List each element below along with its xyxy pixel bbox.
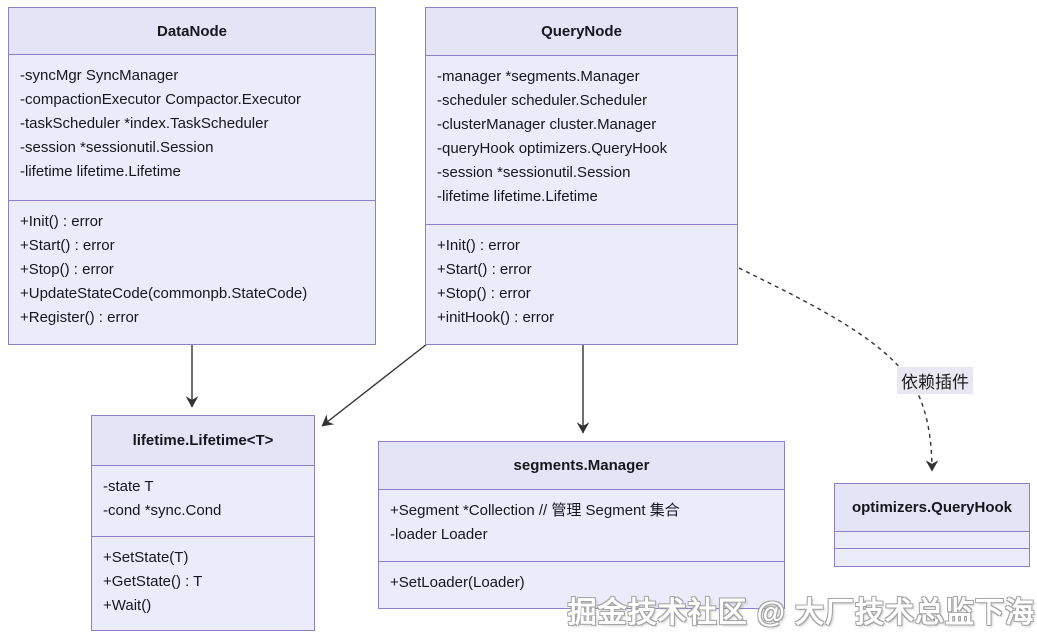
edge-label-dependency-plugin: 依赖插件 — [897, 367, 973, 394]
attribute-line: -compactionExecutor Compactor.Executor — [20, 91, 301, 108]
watermark-text: 掘金技术社区 @ 大厂技术总监下海 — [567, 597, 1035, 629]
attribute-line: -lifetime lifetime.Lifetime — [437, 188, 598, 205]
attribute-line: -session *sessionutil.Session — [437, 164, 631, 181]
method-line: +Stop() : error — [20, 261, 114, 278]
attribute-line: -session *sessionutil.Session — [20, 139, 214, 156]
edge-querynode-to-lifetime — [321, 343, 428, 427]
methods-section-querynode: +Init() : error +Start() : error +Stop()… — [426, 224, 737, 344]
method-line: +GetState() : T — [103, 573, 203, 590]
method-line: +UpdateStateCode(commonpb.StateCode) — [20, 285, 308, 302]
class-title-querynode: QueryNode — [426, 8, 737, 56]
empty-attributes-section — [835, 531, 1029, 548]
attribute-line: +Segment *Collection // 管理 Segment 集合 — [390, 502, 680, 519]
attribute-line: -scheduler scheduler.Scheduler — [437, 92, 648, 109]
attributes-section-lifetime: -state T -cond *sync.Cond — [92, 466, 314, 536]
attributes-section-querynode: -manager *segments.Manager -scheduler sc… — [426, 56, 737, 224]
attribute-line: -loader Loader — [390, 526, 488, 543]
class-box-segments-manager: segments.Manager +Segment *Collection //… — [378, 441, 785, 609]
class-title-segments-manager: segments.Manager — [379, 442, 784, 490]
attribute-line: -taskScheduler *index.TaskScheduler — [20, 115, 269, 132]
attribute-line: -cond *sync.Cond — [103, 502, 222, 519]
method-line: +Register() : error — [20, 309, 139, 326]
method-line: +Init() : error — [20, 213, 103, 230]
attribute-line: -state T — [103, 478, 154, 495]
methods-section-lifetime: +SetState(T) +GetState() : T +Wait() — [92, 536, 314, 630]
class-box-optimizers-queryhook: optimizers.QueryHook — [834, 483, 1030, 567]
method-line: +SetLoader(Loader) — [390, 574, 525, 591]
methods-section-segments-manager: +SetLoader(Loader) — [379, 561, 784, 608]
methods-section-datanode: +Init() : error +Start() : error +Stop()… — [9, 200, 375, 344]
method-line: +Init() : error — [437, 237, 520, 254]
method-line: +initHook() : error — [437, 309, 555, 326]
attribute-line: -syncMgr SyncManager — [20, 67, 179, 84]
class-title-lifetime: lifetime.Lifetime<T> — [92, 416, 314, 466]
attribute-line: -queryHook optimizers.QueryHook — [437, 140, 668, 157]
class-box-datanode: DataNode -syncMgr SyncManager -compactio… — [8, 7, 376, 345]
attribute-line: -lifetime lifetime.Lifetime — [20, 163, 181, 180]
class-box-querynode: QueryNode -manager *segments.Manager -sc… — [425, 7, 738, 345]
method-line: +SetState(T) — [103, 549, 189, 566]
class-title-datanode: DataNode — [9, 8, 375, 55]
attributes-section-segments-manager: +Segment *Collection // 管理 Segment 集合 -l… — [379, 490, 784, 561]
attributes-section-datanode: -syncMgr SyncManager -compactionExecutor… — [9, 55, 375, 200]
method-line: +Start() : error — [20, 237, 115, 254]
empty-methods-section — [835, 548, 1029, 566]
method-line: +Start() : error — [437, 261, 532, 278]
class-title-optimizers-queryhook: optimizers.QueryHook — [835, 484, 1029, 531]
class-box-lifetime: lifetime.Lifetime<T> -state T -cond *syn… — [91, 415, 315, 631]
method-line: +Stop() : error — [437, 285, 531, 302]
method-line: +Wait() — [103, 597, 152, 614]
attribute-line: -manager *segments.Manager — [437, 68, 640, 85]
attribute-line: -clusterManager cluster.Manager — [437, 116, 657, 133]
